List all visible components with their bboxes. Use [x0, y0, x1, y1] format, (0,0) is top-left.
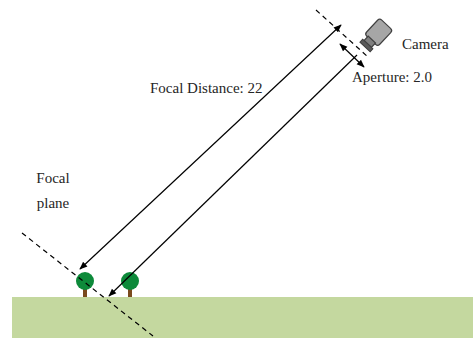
- annotation-label: Focal plane: [22, 166, 84, 216]
- focal-plane-line: [22, 233, 153, 336]
- annotation-label: Camera: [402, 32, 449, 57]
- annotation-label: Aperture: 2.0: [352, 65, 432, 90]
- tree: [76, 272, 94, 297]
- lens-ray-arrow: [109, 55, 357, 296]
- sensor-plane-line: [316, 10, 368, 57]
- focal-distance-arrow: [80, 25, 341, 269]
- aperture-arrow: [340, 44, 364, 67]
- ground: [12, 297, 473, 338]
- camera-icon: [358, 18, 392, 53]
- annotation-label: Focal Distance: 22: [150, 76, 262, 101]
